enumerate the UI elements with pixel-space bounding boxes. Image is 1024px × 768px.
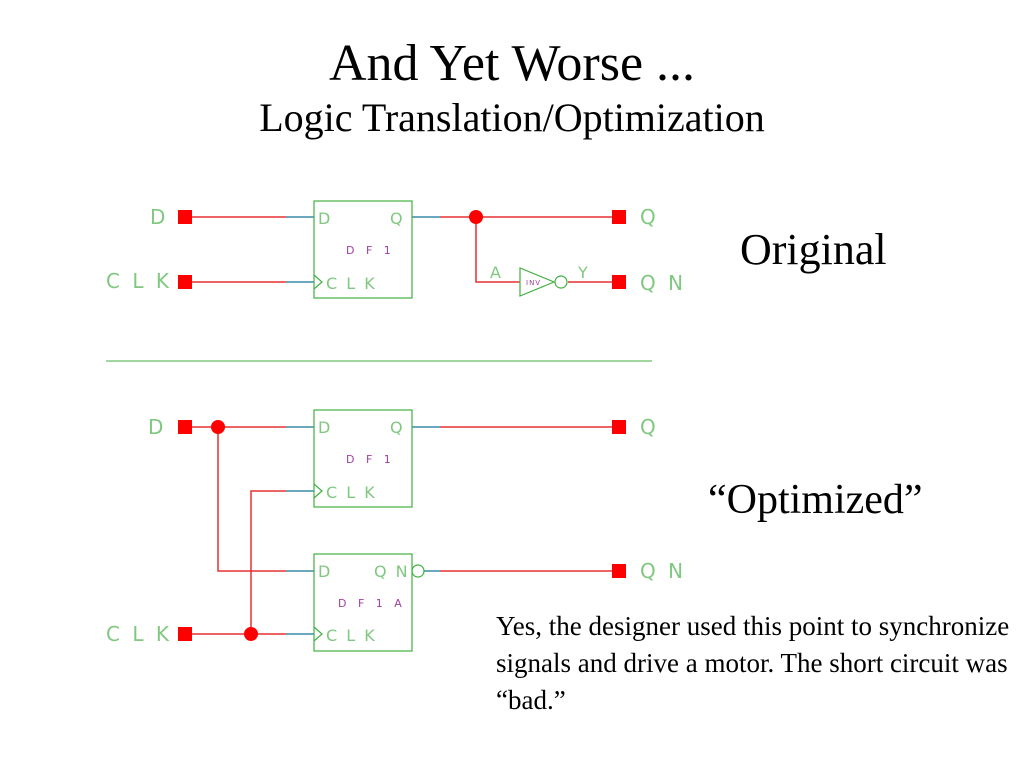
opt-port-q: [612, 420, 626, 434]
slide-subtitle: Logic Translation/Optimization: [259, 95, 765, 140]
orig-ff-pin-clk: C L K: [326, 274, 377, 293]
label-original: Original: [740, 225, 887, 274]
opt-ff1-pin-clk: C L K: [326, 483, 377, 502]
orig-port-q-label: Q: [640, 205, 659, 229]
orig-ff-pin-d: D: [318, 209, 332, 228]
orig-junction: [469, 210, 483, 224]
opt-ff1-body: [313, 409, 413, 508]
opt-junction-clk: [244, 627, 258, 641]
opt-ff1-clock-icon: [313, 483, 323, 499]
orig-port-clk: [178, 275, 192, 289]
orig-port-d-label: D: [150, 205, 168, 229]
opt-ff2-pin-d: D: [318, 562, 332, 581]
opt-ff2-pin-qn: Q N: [374, 562, 410, 581]
orig-port-qn-label: Q N: [640, 271, 686, 295]
orig-port-q: [612, 210, 626, 224]
orig-ff-name: D F 1: [346, 244, 395, 257]
orig-ff-pin-q: Q: [390, 209, 405, 228]
orig-ff-body: [313, 200, 413, 299]
opt-ff1-pin-d: D: [318, 418, 332, 437]
orig-inv-pin-a: A: [490, 263, 503, 282]
orig-port-d: [178, 210, 192, 224]
opt-ff1-pin-q: Q: [390, 418, 405, 437]
opt-ff2-name: D F 1 A: [338, 597, 406, 610]
opt-port-clk: [178, 627, 192, 641]
opt-ff2-body: [313, 553, 413, 652]
opt-ff2-inverted-output-bubble: [411, 564, 425, 578]
orig-port-clk-label: C L K: [106, 269, 172, 293]
orig-inv-pin-y: Y: [577, 263, 590, 282]
opt-wire-clk-to-ff1: [250, 490, 286, 634]
opt-junction-d: [211, 420, 225, 434]
explanation-note: Yes, the designer used this point to syn…: [496, 611, 1010, 715]
orig-inv-name: INV: [526, 279, 541, 287]
opt-port-q-label: Q: [640, 415, 659, 439]
orig-inv-bubble: [554, 275, 568, 289]
label-optimized: “Optimized”: [708, 477, 923, 523]
opt-port-d-label: D: [148, 415, 166, 439]
opt-wire-d-to-ff2: [217, 427, 286, 572]
orig-port-qn: [612, 275, 626, 289]
opt-port-d: [178, 420, 192, 434]
opt-ff2-clock-icon: [313, 626, 323, 642]
optimized-circuit: D C L K Q Q N D Q C L K D F 1: [106, 409, 686, 652]
orig-wire-inv-in: [475, 217, 520, 283]
orig-inv-triangle: [519, 267, 556, 297]
opt-ff1-name: D F 1: [346, 453, 395, 466]
opt-port-qn: [612, 564, 626, 578]
original-circuit: D C L K Q Q N D Q C L K D F 1 A Y INV: [106, 200, 686, 299]
title-block: And Yet Worse ... Logic Translation/Opti…: [0, 34, 1024, 142]
slide-title: And Yet Worse ...: [328, 35, 696, 92]
orig-ff-clock-icon: [313, 274, 323, 290]
opt-port-clk-label: C L K: [106, 622, 172, 646]
opt-port-qn-label: Q N: [640, 559, 686, 583]
opt-ff2-pin-clk: C L K: [326, 626, 377, 645]
